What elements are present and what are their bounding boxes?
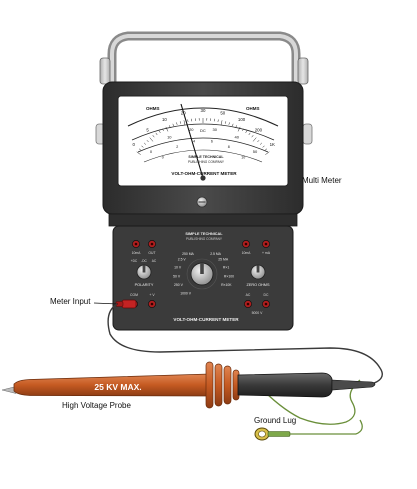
multi-meter-label: Multi Meter [302,176,342,185]
input-plug [116,300,136,308]
jack-ac-label: AC [246,293,251,297]
meter-case-lower [109,214,297,226]
ground-lug-label: Ground Lug [254,416,296,425]
face-brand-line2: PUBLISHING COMPANY [188,160,225,164]
scale-top-number-7: 200 [255,128,263,133]
polarity-label: POLARITY [135,283,154,287]
scale-low-number-0: 0 [162,155,164,159]
scale-top-number-2: 10 [162,117,167,122]
zero-ohms-label: ZERO OHMS [247,283,270,287]
range-label-7: 25 MA [218,258,229,262]
scale-low-number-3: 6 [211,140,213,144]
meter-input-label: Meter Input [50,297,90,306]
range-label-4: 250 V [174,283,184,287]
jack-out-label: OUT [148,251,155,255]
scale-low-number-5: 10 [241,155,245,159]
high-voltage-probe[interactable]: 25 KV MAX. [2,362,375,408]
scale-top-number-4: 30 [201,108,206,113]
scale-top-number-6: 100 [238,117,246,122]
range-label-8: R×1 [223,265,229,269]
range-label-1: 2.5 V [178,258,187,262]
range-label-9: R×100 [224,275,234,279]
scale-mid-number-3: 30 [212,127,217,132]
face-title: VOLT-OHM-CURRENT METER [171,171,237,176]
scale-mid-number-4: 40 [234,135,239,140]
scale-low-number-1: 2 [176,145,178,149]
range-label-3: 50 V [173,275,181,279]
jack-dc-label: DC [264,293,269,297]
scale-mid-number-2: 20 [189,127,194,132]
jack-10ma-right-label: 10mA [242,251,252,255]
scale-mid-number-5: 50 [253,149,258,154]
high-voltage-probe-label: High Voltage Probe [62,401,131,410]
face-brand-line1: SIMPLE TECHNICAL [188,155,224,159]
range-label-6: 2.5 MA [210,252,221,256]
jack-5000v-label: 5000 V [252,311,263,315]
range-label-0: 250 MA [182,252,194,256]
ohms-label-left: OHMS [146,106,160,111]
dc-label: DC [200,128,206,133]
range-label-2: 10 V [174,265,182,269]
zero-adjust-screw[interactable] [197,197,207,207]
range-label-5: 1000 V [180,291,191,295]
panel-title: VOLT-OHM-CURRENT METER [173,317,239,322]
scale-top-number-8: 1K [270,142,275,147]
panel-brand-line1: SIMPLE TECHNICAL [185,232,223,236]
probe-flanges [206,362,239,408]
jack-10ma-left-label: 10mA [132,251,142,255]
polarity-ac-label: AC [152,259,157,263]
scale-low-number-4: 8 [228,145,230,149]
scale-top-number-5: 50 [220,110,225,115]
ohms-label-right: OHMS [246,106,260,111]
polarity-neg-label: -DC [141,259,147,263]
scale-mid-number-1: 10 [167,135,172,140]
polarity-pos-label: +DC [131,259,138,263]
jack-plus-v-label: + V [149,293,155,297]
panel-brand-line2: PUBLISHING COMPANY [186,237,223,241]
carry-handle [100,36,308,88]
jack-com-label: COM [130,293,138,297]
range-label-10: R×10K [221,283,232,287]
jack-plus-ma-label: + mA [262,251,271,255]
probe-rating-text: 25 KV MAX. [94,382,141,392]
scale-low-number-2: 4 [193,140,195,144]
